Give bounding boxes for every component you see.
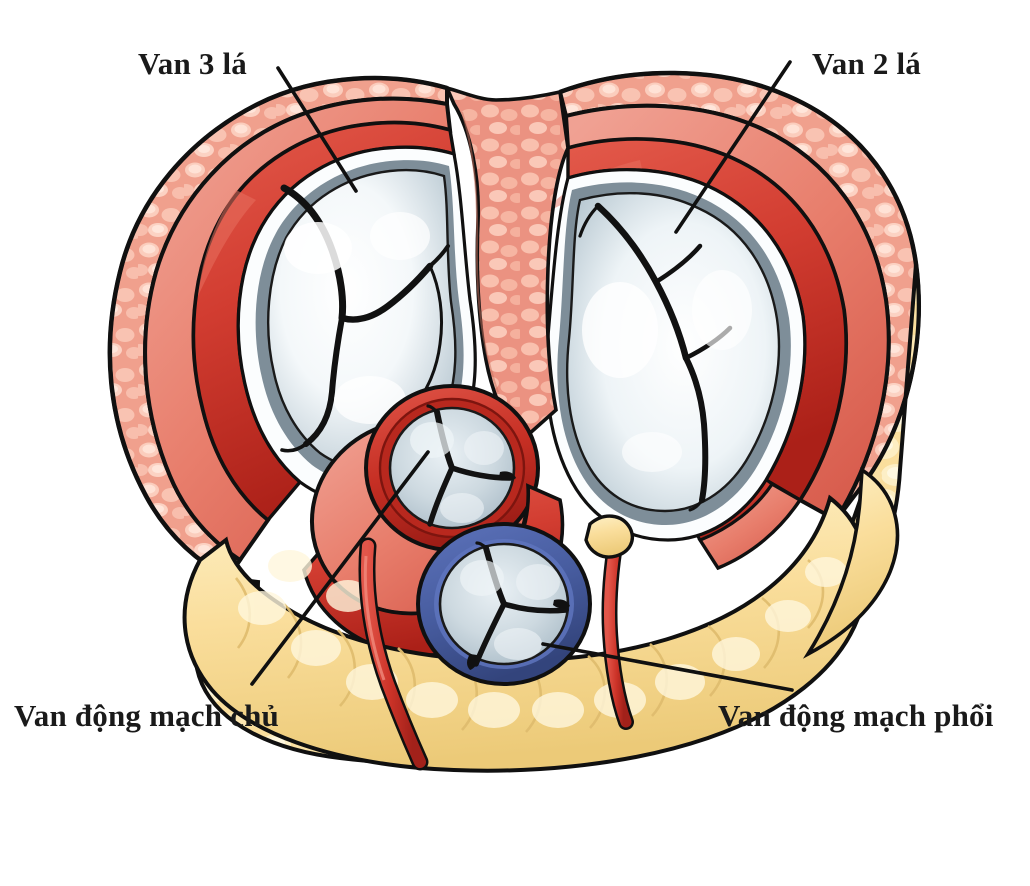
leader-lines (250, 60, 794, 692)
leader-aortic (250, 450, 430, 686)
label-tricuspid-valve: Van 3 lá (138, 46, 247, 81)
leader-mitral (674, 60, 792, 234)
fibrous-trigone-septum (443, 85, 570, 445)
label-pulmonary-valve: Van động mạch phổi (718, 698, 994, 733)
leader-pulmonary (541, 642, 794, 692)
leader-tricuspid (276, 66, 358, 193)
coronary-arteries (358, 514, 635, 771)
pulmonary-valve (416, 522, 592, 686)
mitral-valve (544, 168, 807, 542)
label-aortic-valve: Van động mạch chủ (14, 698, 279, 733)
label-mitral-valve: Van 2 lá (812, 46, 921, 81)
